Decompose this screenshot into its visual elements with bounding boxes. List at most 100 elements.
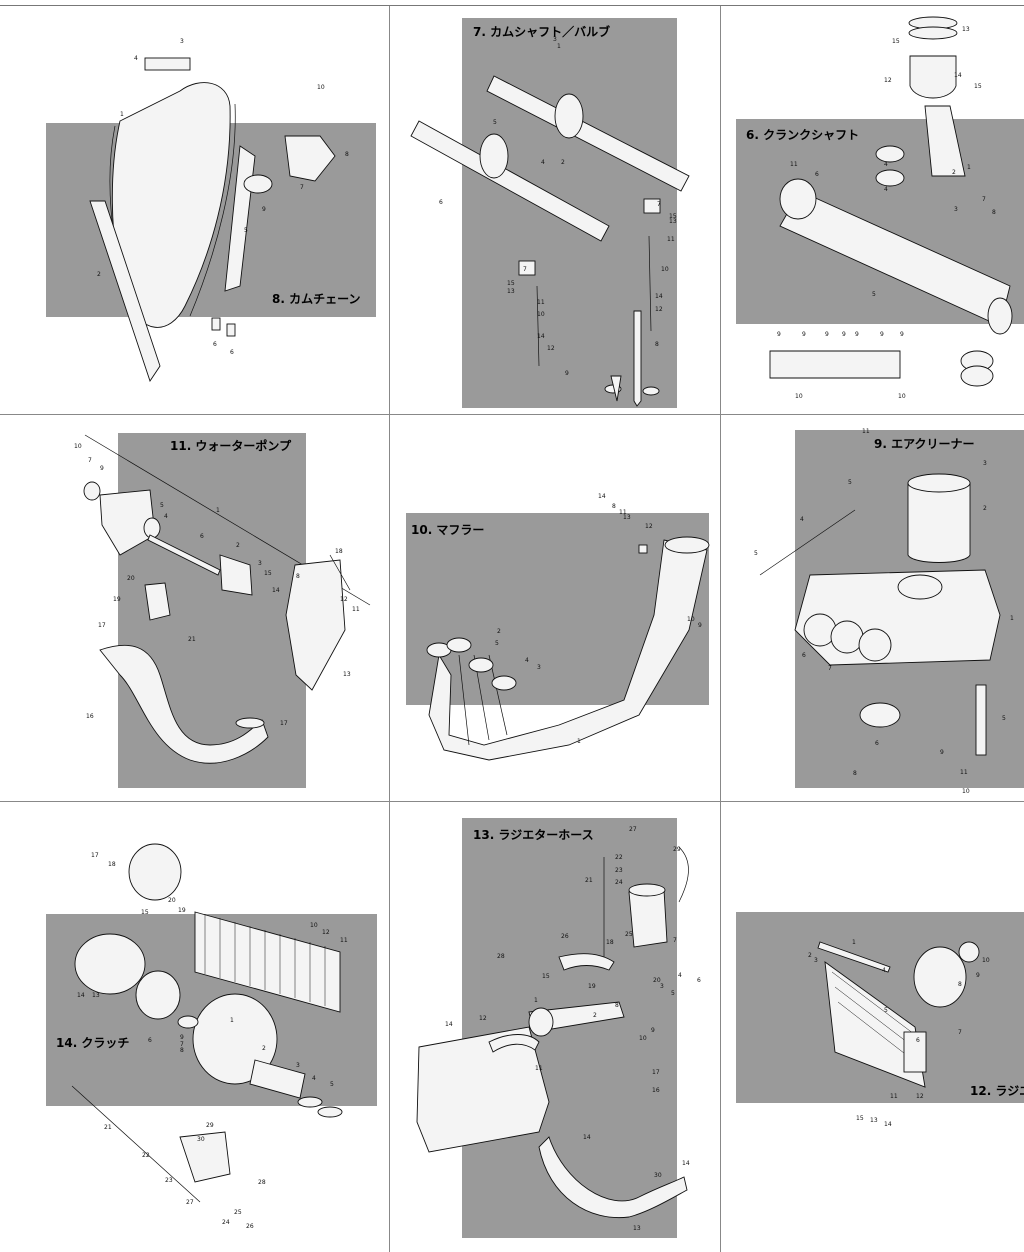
callout-label: 12 bbox=[322, 929, 330, 936]
callout-label: 3 bbox=[537, 664, 541, 671]
panel-radiator: 12. ラジエ 1 2 3 4 5 6 7 8 9 10 11 12 13 14… bbox=[720, 802, 1024, 1252]
callout-label: 20 bbox=[168, 897, 176, 904]
callout-label: 2 bbox=[952, 169, 956, 176]
callout-label: 7 bbox=[828, 665, 832, 672]
callout-label: 2 bbox=[262, 1045, 266, 1052]
callout-label: 3 bbox=[983, 460, 987, 467]
callout-label: 4 bbox=[525, 657, 529, 664]
callout-label: 13 bbox=[962, 26, 970, 33]
panel-camshaft-valve: 7. カムシャフト／バルブ 1 2 3 4 5 6 7 7 8 9 10 10 bbox=[389, 6, 720, 414]
callout-label: 13 bbox=[870, 1117, 878, 1124]
callout-label: 11 bbox=[890, 1093, 898, 1100]
callout-label: 4 bbox=[800, 516, 804, 523]
callout-label: 14 bbox=[445, 1021, 453, 1028]
callout-label: 11 bbox=[619, 509, 627, 516]
callout-label: 22 bbox=[615, 854, 623, 861]
callout-label: 11 bbox=[537, 299, 545, 306]
callout-label: 13 bbox=[633, 1225, 641, 1232]
radiator-diagram: 1 2 3 4 5 6 7 8 9 10 11 12 13 14 15 bbox=[808, 939, 990, 1128]
callout-label: 9 bbox=[900, 331, 904, 338]
column-divider-left bbox=[389, 6, 390, 1252]
callout-label: 13 bbox=[92, 992, 100, 999]
callout-label: 7 bbox=[958, 1029, 962, 1036]
callout-label: 9 bbox=[100, 465, 104, 472]
callout-label: 5 bbox=[884, 1007, 888, 1014]
callout-label: 6 bbox=[802, 652, 806, 659]
callout-label: 5 bbox=[493, 119, 497, 126]
callout-label: 10 bbox=[317, 84, 325, 91]
callout-label: 6 bbox=[230, 349, 234, 356]
callout-label: 8 bbox=[958, 981, 962, 988]
callout-label: 5 bbox=[330, 1081, 334, 1088]
callout-label: 10 bbox=[962, 788, 970, 795]
callout-label: 6 bbox=[148, 1037, 152, 1044]
panel-title: 8. カムチェーン bbox=[272, 292, 361, 306]
callout-label: 7 bbox=[180, 1041, 184, 1048]
callout-label: 15 bbox=[856, 1115, 864, 1122]
callout-label: 10 bbox=[898, 393, 906, 400]
callout-label: 4 bbox=[541, 159, 545, 166]
callout-label: 9 bbox=[777, 331, 781, 338]
callout-label: 4 bbox=[884, 161, 888, 168]
callout-label: 21 bbox=[104, 1124, 112, 1131]
camshaft-valve-diagram: 1 2 3 4 5 6 7 7 8 9 10 10 11 11 12 12 13… bbox=[410, 36, 690, 407]
callout-label: 9 bbox=[880, 331, 884, 338]
callout-label: 10 bbox=[310, 922, 318, 929]
callout-label: 25 bbox=[234, 1209, 242, 1216]
callout-label: 12 bbox=[916, 1093, 924, 1100]
callout-label: 14 bbox=[77, 992, 85, 999]
water-pump-diagram: 10 7 9 1 2 3 4 5 6 8 11 12 13 14 15 16 1… bbox=[74, 434, 371, 764]
callout-label: 1 bbox=[534, 997, 538, 1004]
callout-label: 9 bbox=[855, 331, 859, 338]
callout-label: 18 bbox=[108, 861, 116, 868]
muffler-diagram: 1 2 3 4 5 8 9 10 11 12 13 14 bbox=[426, 493, 710, 761]
callout-label: 14 bbox=[583, 1134, 591, 1141]
callout-label: 5 bbox=[848, 479, 852, 486]
callout-label: 9 bbox=[180, 1034, 184, 1041]
callout-label: 8 bbox=[296, 573, 300, 580]
callout-label: 16 bbox=[652, 1087, 660, 1094]
callout-label: 28 bbox=[258, 1179, 266, 1186]
callout-label: 12 bbox=[547, 345, 555, 352]
callout-label: 15 bbox=[264, 570, 272, 577]
callout-label: 15 bbox=[507, 280, 515, 287]
callout-label: 28 bbox=[497, 953, 505, 960]
callout-label: 16 bbox=[86, 713, 94, 720]
callout-label: 5 bbox=[244, 227, 248, 234]
callout-label: 13 bbox=[343, 671, 351, 678]
callout-label: 2 bbox=[236, 542, 240, 549]
callout-label: 5 bbox=[872, 291, 876, 298]
panel-title: 6. クランクシャフト bbox=[746, 128, 860, 142]
callout-label: 10 bbox=[537, 311, 545, 318]
callout-label: 3 bbox=[553, 36, 557, 43]
callout-label: 23 bbox=[615, 867, 623, 874]
callout-label: 17 bbox=[98, 622, 106, 629]
callout-label: 12 bbox=[479, 1015, 487, 1022]
callout-label: 2 bbox=[983, 505, 987, 512]
row-divider-bottom bbox=[0, 801, 1024, 802]
callout-label: 8 bbox=[180, 1047, 184, 1054]
callout-label: 5 bbox=[1002, 715, 1006, 722]
callout-label: 6 bbox=[439, 199, 443, 206]
callout-label: 7 bbox=[673, 937, 677, 944]
callout-label: 3 bbox=[296, 1062, 300, 1069]
callout-label: 5 bbox=[671, 990, 675, 997]
panel-title: 9. エアクリーナー bbox=[874, 437, 975, 451]
callout-label: 14 bbox=[655, 293, 663, 300]
callout-label: 2 bbox=[808, 952, 812, 959]
callout-label: 23 bbox=[165, 1177, 173, 1184]
panel-water-pump: 11. ウォーターポンプ 10 7 9 1 2 3 4 5 6 8 11 12 bbox=[0, 415, 389, 801]
callout-label: 11 bbox=[340, 937, 348, 944]
callout-label: 21 bbox=[585, 877, 593, 884]
callout-label: 6 bbox=[815, 171, 819, 178]
callout-label: 15 bbox=[542, 973, 550, 980]
callout-label: 10 bbox=[74, 443, 82, 450]
row-divider-top bbox=[0, 414, 1024, 415]
column-divider-right bbox=[720, 6, 721, 1252]
callout-label: 9 bbox=[651, 1027, 655, 1034]
radiator-hose-diagram: 1 2 3 4 5 6 7 8 9 10 11 12 13 14 14 14 1… bbox=[416, 826, 701, 1232]
callout-label: 1 bbox=[967, 164, 971, 171]
callout-label: 4 bbox=[164, 513, 168, 520]
panel-air-cleaner: 9. エアクリーナー 1 2 3 4 5 5 5 6 6 7 8 9 10 11 bbox=[720, 415, 1024, 801]
callout-label: 11 bbox=[667, 236, 675, 243]
